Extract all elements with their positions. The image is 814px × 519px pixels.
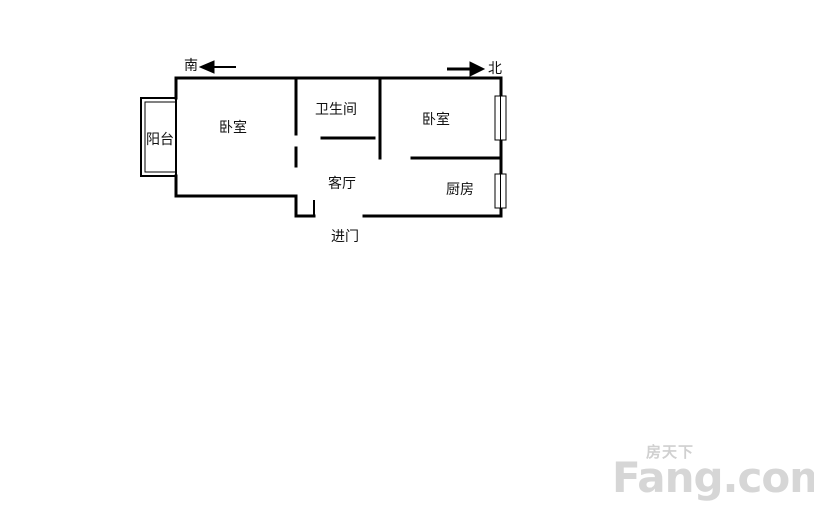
watermark-brand-text: Fang.com bbox=[612, 453, 814, 502]
room-label-balcony: 阳台 bbox=[146, 132, 174, 148]
room-label-kitchen: 厨房 bbox=[446, 182, 474, 198]
room-label-living: 客厅 bbox=[328, 176, 356, 192]
compass-south-label: 南 bbox=[184, 58, 198, 74]
arrow-north-head bbox=[469, 61, 486, 77]
compass-north-label: 北 bbox=[488, 61, 502, 77]
room-label-bedroom-south: 卧室 bbox=[219, 120, 247, 136]
entrance-label: 进门 bbox=[331, 229, 359, 245]
room-label-bathroom: 卫生间 bbox=[315, 102, 357, 118]
balcony-inner bbox=[144, 101, 177, 173]
arrow-south-head bbox=[198, 60, 215, 74]
room-label-bedroom-north: 卧室 bbox=[422, 112, 450, 128]
watermark-cn-text: 房天下 bbox=[646, 443, 695, 461]
fang-watermark-logo: 房天下 Fang.com bbox=[612, 441, 814, 505]
